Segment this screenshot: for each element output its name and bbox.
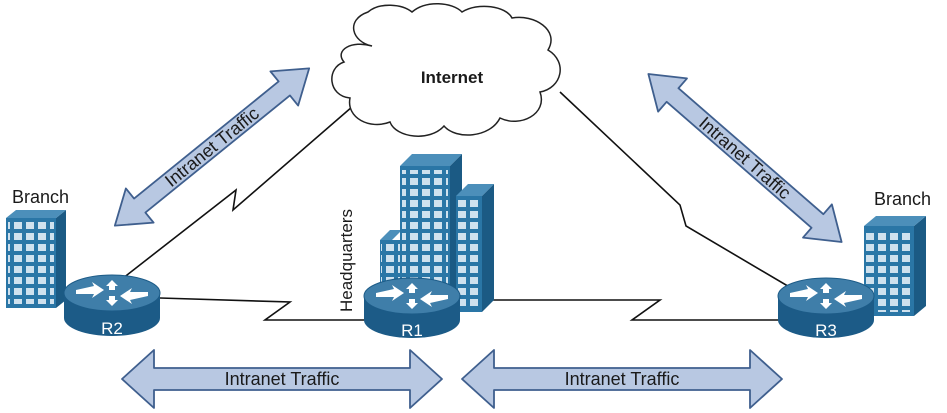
cloud-label: Internet xyxy=(421,68,484,87)
router-r1-icon xyxy=(363,277,461,338)
headquarters-label: Headquarters xyxy=(337,209,356,312)
arrow-bottom-left-label: Intranet Traffic xyxy=(225,369,340,389)
router-r3-icon xyxy=(777,277,875,338)
arrow-bottom-right: Intranet Traffic xyxy=(461,349,783,409)
arrow-upper-left-label: Intranet Traffic xyxy=(161,103,263,191)
branch-right-label: Branch xyxy=(874,189,931,209)
branch-left-building-icon xyxy=(6,210,66,308)
link-r2-r1 xyxy=(159,297,368,321)
arrow-upper-right: Intranet Traffic xyxy=(647,73,843,243)
router-r3: R3 xyxy=(777,277,875,340)
arrow-bottom-left: Intranet Traffic xyxy=(121,349,443,409)
wan-links xyxy=(117,91,821,321)
link-internet-r3 xyxy=(559,91,821,306)
router-r2: R2 xyxy=(63,274,161,338)
branch-left: Branch xyxy=(6,187,69,308)
arrow-upper-right-label: Intranet Traffic xyxy=(695,113,795,203)
link-r2-internet xyxy=(117,99,361,283)
router-r2-icon xyxy=(63,274,161,336)
link-r1-r3 xyxy=(488,299,780,321)
router-r1-label: R1 xyxy=(401,321,423,340)
arrow-upper-left: Intranet Traffic xyxy=(113,67,311,227)
arrow-bottom-right-label: Intranet Traffic xyxy=(565,369,680,389)
router-r1: R1 xyxy=(363,277,461,340)
internet-cloud: Internet xyxy=(331,3,561,137)
router-r3-label: R3 xyxy=(815,321,837,340)
cloud-shape xyxy=(331,3,561,137)
branch-left-label: Branch xyxy=(12,187,69,207)
router-r2-label: R2 xyxy=(101,319,123,338)
